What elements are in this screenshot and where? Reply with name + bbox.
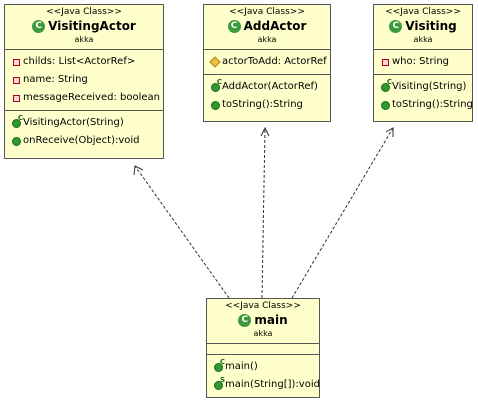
- class-name: AddActor: [243, 19, 307, 33]
- fields-section: who: String: [374, 50, 472, 75]
- public-method-icon: [210, 82, 220, 92]
- public-method-icon: [213, 380, 223, 390]
- method-item[interactable]: onReceive(Object):void: [5, 132, 163, 150]
- method-item[interactable]: C AddActor(ActorRef): [204, 78, 330, 96]
- package-name: akka: [413, 35, 433, 44]
- class-name: main: [254, 313, 288, 327]
- methods-section: C Visiting(String) toString():String: [374, 75, 473, 117]
- fields-section: childs: List<ActorRef> name: String mess…: [5, 50, 163, 111]
- class-main[interactable]: <<Java Class>> C main akka C main() S ma…: [206, 298, 320, 398]
- stereotype-label: <<Java Class>>: [46, 7, 122, 17]
- public-method-icon: [11, 136, 21, 146]
- field-item[interactable]: childs: List<ActorRef>: [5, 53, 163, 71]
- constructor-modifier-icon: C: [386, 77, 392, 86]
- public-method-icon: [210, 100, 220, 110]
- field-item[interactable]: actorToAdd: ActorRef: [204, 53, 330, 71]
- field-label: who: String: [392, 56, 450, 67]
- public-method-icon: [380, 82, 390, 92]
- class-name: Visiting: [405, 19, 457, 33]
- constructor-modifier-icon: C: [219, 357, 225, 366]
- arrowhead-visitingactor: [133, 165, 144, 176]
- stereotype-label: <<Java Class>>: [229, 7, 305, 17]
- fields-section: actorToAdd: ActorRef: [204, 50, 330, 75]
- public-method-icon: [380, 100, 390, 110]
- class-name: VisitingActor: [48, 19, 136, 33]
- method-label: toString():String: [392, 99, 473, 110]
- method-label: VisitingActor(String): [23, 117, 124, 128]
- method-item[interactable]: C main(): [207, 358, 319, 376]
- class-header: <<Java Class>> C VisitingActor akka: [5, 5, 163, 50]
- class-visiting[interactable]: <<Java Class>> C Visiting akka who: Stri…: [373, 4, 473, 122]
- method-label: main(String[]):void: [225, 379, 320, 390]
- java-class-icon: C: [32, 19, 46, 33]
- public-method-icon: [11, 118, 21, 128]
- java-class-icon: C: [389, 19, 403, 33]
- dependency-main-to-visiting: [291, 127, 394, 299]
- methods-section: C main() S main(String[]):void: [207, 355, 320, 397]
- private-field-icon: [12, 76, 20, 84]
- method-label: onReceive(Object):void: [23, 135, 140, 146]
- field-item[interactable]: name: String: [5, 71, 163, 89]
- field-item[interactable]: who: String: [374, 53, 472, 71]
- arrowhead-addactor: [260, 126, 270, 137]
- class-header: <<Java Class>> C Visiting akka: [374, 5, 472, 50]
- methods-section: C VisitingActor(String) onReceive(Object…: [5, 111, 163, 153]
- constructor-modifier-icon: C: [216, 77, 222, 86]
- field-label: actorToAdd: ActorRef: [222, 56, 327, 67]
- method-label: AddActor(ActorRef): [222, 81, 318, 92]
- arrowhead-visiting: [385, 127, 394, 137]
- dependency-main-to-visitingactor: [134, 165, 230, 299]
- package-name: akka: [253, 329, 273, 338]
- private-field-icon: [12, 94, 20, 102]
- class-visitingactor[interactable]: <<Java Class>> C VisitingActor akka chil…: [4, 4, 164, 159]
- private-field-icon: [12, 58, 20, 66]
- method-item[interactable]: C VisitingActor(String): [5, 114, 163, 132]
- java-class-icon: C: [238, 313, 252, 327]
- method-label: Visiting(String): [392, 81, 467, 92]
- field-label: messageReceived: boolean: [23, 92, 160, 103]
- public-method-icon: [213, 362, 223, 372]
- field-label: name: String: [23, 74, 88, 85]
- class-addactor[interactable]: <<Java Class>> C AddActor akka actorToAd…: [203, 4, 331, 122]
- method-label: toString():String: [222, 99, 303, 110]
- method-item[interactable]: toString():String: [374, 96, 473, 114]
- constructor-modifier-icon: C: [17, 113, 23, 122]
- dependency-main-to-addactor: [261, 127, 266, 299]
- fields-section: [207, 344, 319, 355]
- method-item[interactable]: C Visiting(String): [374, 78, 472, 96]
- field-label: childs: List<ActorRef>: [23, 56, 136, 67]
- method-label: main(): [225, 361, 258, 372]
- methods-section: C AddActor(ActorRef) toString():String: [204, 75, 330, 117]
- class-header: <<Java Class>> C main akka: [207, 299, 319, 344]
- package-name: akka: [257, 35, 277, 44]
- protected-field-icon: [209, 56, 221, 68]
- stereotype-label: <<Java Class>>: [385, 7, 461, 17]
- static-modifier-icon: S: [219, 375, 225, 384]
- package-name: akka: [74, 35, 94, 44]
- class-header: <<Java Class>> C AddActor akka: [204, 5, 330, 50]
- field-item[interactable]: messageReceived: boolean: [5, 89, 163, 107]
- method-item[interactable]: S main(String[]):void: [207, 375, 320, 394]
- private-field-icon: [381, 58, 389, 66]
- stereotype-label: <<Java Class>>: [225, 301, 301, 311]
- method-item[interactable]: toString():String: [204, 96, 330, 114]
- java-class-icon: C: [227, 19, 241, 33]
